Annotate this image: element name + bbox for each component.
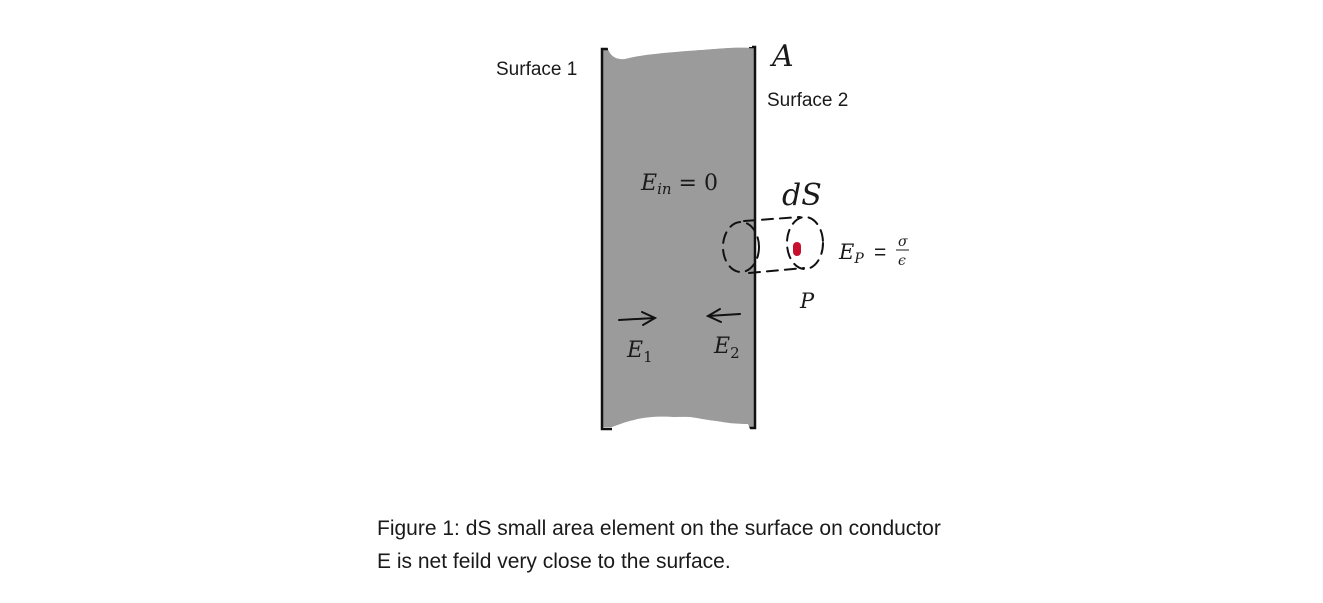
ep-equals: = — [874, 241, 886, 264]
ep-label: EP — [838, 240, 864, 267]
field-arrow-e2 — [705, 308, 741, 323]
caption-line-2: E is net feild very close to the surface… — [377, 550, 731, 573]
e-in-label: Ein = 0 — [640, 171, 718, 198]
surface-1-label: Surface 1 — [496, 59, 577, 80]
pillbox-inner-cap — [722, 221, 760, 273]
point-p-marker — [793, 242, 801, 256]
pillbox-bottom-side — [748, 267, 805, 274]
bottom-torn-edge — [612, 416, 752, 434]
surface-1-edge — [600, 47, 612, 431]
e1-label: E1 — [626, 338, 653, 366]
point-p-label: P — [799, 289, 815, 313]
surface-2-label: Surface 2 — [767, 90, 848, 111]
pillbox-top-side — [743, 216, 801, 222]
caption-line-1: Figure 1: dS small area element on the s… — [377, 517, 941, 540]
figure-caption: Figure 1: dS small area element on the s… — [377, 512, 941, 578]
top-torn-edge — [606, 42, 752, 60]
e2-label: E2 — [713, 334, 740, 362]
conductor-slab — [602, 46, 754, 428]
pillbox-outer-cap — [786, 216, 824, 270]
gaussian-pillbox — [722, 216, 824, 274]
ep-numerator: σ — [898, 234, 908, 250]
ep-denominator: ϵ — [898, 253, 906, 269]
field-arrow-e1 — [618, 311, 658, 326]
area-label: A — [769, 39, 794, 74]
ds-label: dS — [782, 178, 822, 213]
